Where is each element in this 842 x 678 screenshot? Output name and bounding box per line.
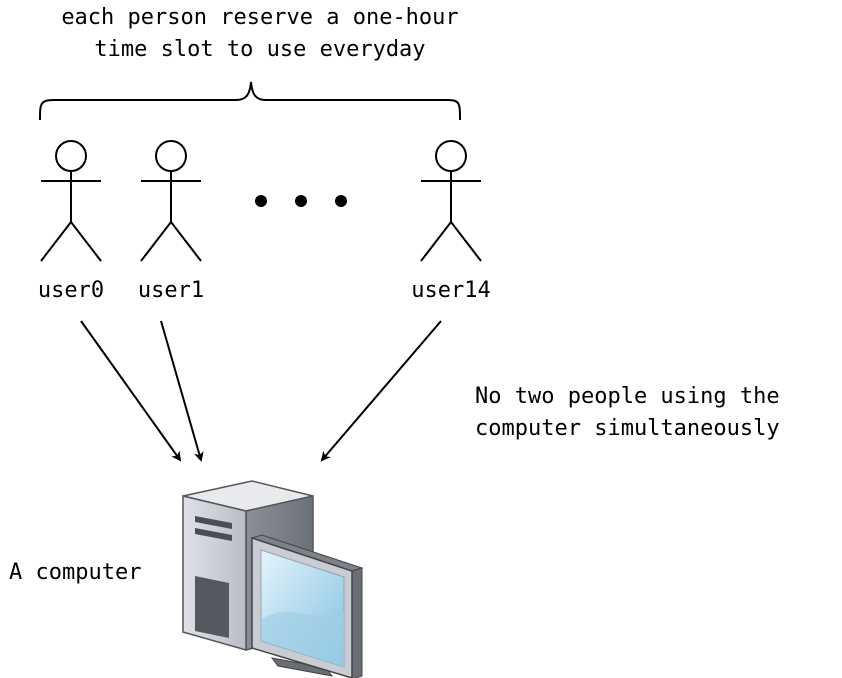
brace-icon [39,81,461,121]
computer-label: A computer [9,560,141,585]
stick-figure-icon [140,140,202,262]
note-line-1: No two people using the [475,384,780,409]
stick-figure-icon [420,140,482,262]
title-line-2: time slot to use everyday [94,37,425,62]
user-label-user14: user14 [411,278,490,303]
ellipsis-dots [255,195,347,207]
arrow-icon [160,320,204,462]
user-label-user1: user1 [138,278,204,303]
arrow-icon [320,320,442,462]
note-line-2: computer simultaneously [475,416,780,441]
title-line-1: each person reserve a one-hour [61,5,458,30]
user-label-user0: user0 [38,278,104,303]
arrow-icon [80,320,182,462]
computer-icon [182,480,364,678]
stick-figure-icon [40,140,102,262]
